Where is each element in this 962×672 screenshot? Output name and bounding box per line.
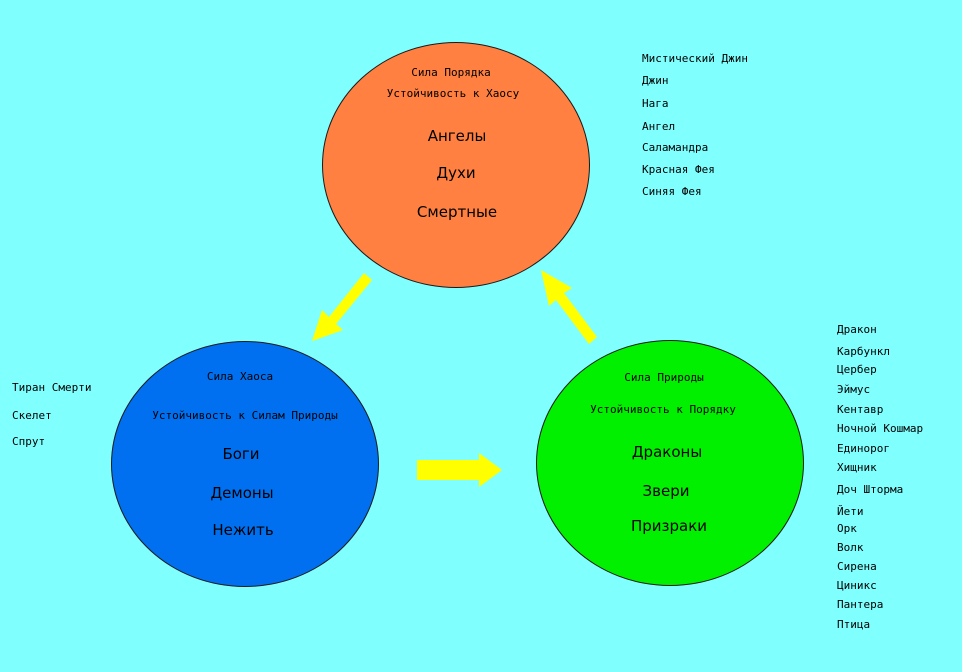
nature-member: Призраки bbox=[630, 517, 708, 535]
list-item: Йети bbox=[837, 505, 864, 518]
list-item: Спрут bbox=[12, 435, 46, 448]
list-item: Карбункл bbox=[837, 345, 890, 358]
order-resistance: Устойчивость к Хаосу bbox=[386, 87, 520, 100]
list-item: Единорог bbox=[837, 442, 890, 455]
chaos-circle bbox=[111, 341, 379, 587]
list-item: Хищник bbox=[837, 461, 877, 474]
chaos-member: Боги bbox=[222, 445, 260, 463]
arrow-icon bbox=[541, 270, 597, 344]
list-item: Мистический Джин bbox=[642, 52, 748, 65]
list-item: Джин bbox=[642, 74, 669, 87]
list-item: Сирена bbox=[837, 560, 877, 573]
arrow-icon bbox=[312, 273, 372, 341]
chaos-title: Сила Хаоса bbox=[206, 370, 274, 383]
order-member: Духи bbox=[436, 164, 476, 182]
list-item: Орк bbox=[837, 522, 857, 535]
list-item: Эймус bbox=[837, 383, 871, 396]
list-item: Пантера bbox=[837, 598, 884, 611]
order-member: Смертные bbox=[416, 203, 498, 221]
chaos-resistance: Устойчивость к Силам Природы bbox=[152, 409, 338, 422]
order-circle bbox=[322, 42, 590, 288]
nature-resistance: Устойчивость к Порядку bbox=[590, 403, 736, 416]
list-item: Ангел bbox=[642, 120, 676, 133]
list-item: Дракон bbox=[837, 323, 877, 336]
nature-circle bbox=[536, 340, 804, 586]
list-item: Нага bbox=[642, 97, 669, 110]
list-item: Красная Фея bbox=[642, 163, 715, 176]
chaos-member: Нежить bbox=[212, 521, 274, 539]
arrow-icon bbox=[417, 453, 502, 487]
nature-member: Драконы bbox=[631, 443, 703, 461]
list-item: Цербер bbox=[837, 363, 877, 376]
list-item: Циникс bbox=[837, 579, 877, 592]
nature-member: Звери bbox=[642, 482, 690, 500]
chaos-member: Демоны bbox=[210, 484, 274, 502]
order-member: Ангелы bbox=[427, 127, 487, 145]
list-item: Кентавр bbox=[837, 403, 884, 416]
nature-title: Сила Природы bbox=[624, 371, 704, 384]
order-title: Сила Порядка bbox=[411, 66, 491, 79]
list-item: Скелет bbox=[12, 409, 52, 422]
list-item: Тиран Смерти bbox=[12, 381, 92, 394]
list-item: Саламандра bbox=[642, 141, 709, 154]
list-item: Волк bbox=[837, 541, 864, 554]
list-item: Синяя Фея bbox=[642, 185, 702, 198]
list-item: Доч Шторма bbox=[837, 483, 904, 496]
list-item: Птица bbox=[837, 618, 871, 631]
list-item: Ночной Кошмар bbox=[837, 422, 924, 435]
